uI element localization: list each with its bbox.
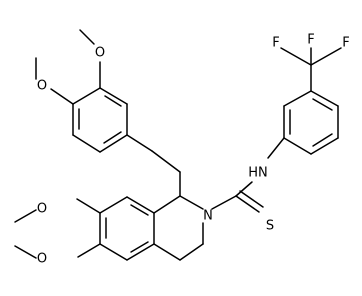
isoquinoline-saturated-ring <box>153 171 204 261</box>
trifluoromethylphenyl-ring <box>283 90 339 155</box>
trifluoromethyl-group <box>280 47 342 92</box>
methoxy-top <box>79 29 101 89</box>
sulfur-label: S <box>266 219 274 234</box>
isoquinoline-aromatic-ring <box>99 196 155 261</box>
nitrogen-label: N <box>203 209 213 224</box>
atom-label-o-left: O <box>37 79 47 94</box>
atom-label-f-right: F <box>342 36 349 51</box>
oxygen-label: O <box>95 46 105 61</box>
methoxy-left <box>35 57 74 105</box>
atom-label-s: S <box>266 219 274 234</box>
benzyl-linker <box>126 134 181 173</box>
fluorine-label: F <box>342 36 349 51</box>
methoxy-iq-lower <box>14 243 101 259</box>
fluorine-label: F <box>307 33 314 48</box>
methoxy-iq-upper <box>14 198 101 223</box>
dimethoxyphenyl-ring <box>72 87 128 153</box>
anilide-linker <box>267 137 285 159</box>
atom-label-nh: HN <box>248 166 268 181</box>
fluorine-label: F <box>272 36 279 51</box>
thiourea-group <box>211 181 264 213</box>
atom-label-o-iq-upper: O <box>37 202 47 217</box>
atom-label-n-ring: N <box>203 209 213 224</box>
atom-label-f-left: F <box>272 36 279 51</box>
nh-label: HN <box>248 166 268 181</box>
atom-label-o-iq-lower: O <box>37 252 47 267</box>
atom-label-o-top: O <box>95 46 105 61</box>
oxygen-label: O <box>37 252 47 267</box>
atom-label-f-top: F <box>307 33 314 48</box>
oxygen-label: O <box>37 202 47 217</box>
oxygen-label: O <box>37 79 47 94</box>
